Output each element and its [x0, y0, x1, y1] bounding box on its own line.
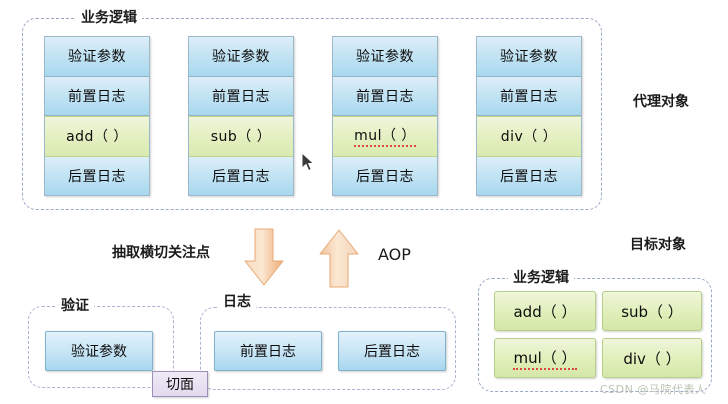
proxy-cell: 前置日志 [189, 76, 293, 116]
proxy-cell-method: sub（ ） [189, 116, 293, 157]
proxy-group-label: 业务逻辑 [76, 11, 142, 25]
aspect-chip[interactable]: 切面 [152, 371, 208, 397]
validate-aspect-group [28, 306, 174, 388]
proxy-cell: 后置日志 [189, 156, 293, 195]
target-method-mul[interactable]: mul（ ） [494, 338, 596, 378]
proxy-object-title: 代理对象 [633, 94, 689, 110]
proxy-cell: 后置日志 [333, 156, 437, 195]
down-arrow-icon [243, 228, 285, 292]
proxy-column-add[interactable]: 验证参数 前置日志 add（ ） 后置日志 [44, 36, 150, 196]
validate-param-chip[interactable]: 验证参数 [45, 331, 153, 371]
after-log-chip[interactable]: 后置日志 [338, 331, 446, 371]
misspelled-text: mul（ ） [513, 347, 577, 370]
proxy-object-group [22, 18, 602, 210]
extract-concerns-label: 抽取横切关注点 [112, 245, 210, 261]
proxy-cell: 前置日志 [477, 76, 581, 116]
proxy-cell: 验证参数 [477, 37, 581, 77]
log-aspect-group [200, 307, 456, 390]
proxy-cell: 后置日志 [477, 156, 581, 195]
target-method-sub[interactable]: sub（ ） [602, 291, 702, 331]
target-group-label: 业务逻辑 [508, 271, 574, 285]
target-method-div[interactable]: div（ ） [602, 338, 702, 378]
validate-group-label: 验证 [56, 299, 94, 313]
target-object-title: 目标对象 [630, 237, 686, 253]
proxy-cell-method: mul（ ） [333, 116, 437, 157]
proxy-cell: 前置日志 [333, 76, 437, 116]
proxy-cell: 验证参数 [45, 37, 149, 77]
log-group-label: 日志 [218, 295, 256, 309]
proxy-cell: 后置日志 [45, 156, 149, 195]
csdn-watermark: CSDN @马院代表人 [600, 383, 707, 396]
proxy-cell-method: add（ ） [45, 116, 149, 157]
up-arrow-icon [318, 228, 360, 294]
aop-label: AOP [378, 245, 411, 264]
target-method-add[interactable]: add（ ） [494, 291, 596, 331]
proxy-column-sub[interactable]: 验证参数 前置日志 sub（ ） 后置日志 [188, 36, 294, 196]
proxy-cell-method: div（ ） [477, 116, 581, 157]
before-log-chip[interactable]: 前置日志 [214, 331, 322, 371]
proxy-cell: 验证参数 [333, 37, 437, 77]
proxy-column-div[interactable]: 验证参数 前置日志 div（ ） 后置日志 [476, 36, 582, 196]
misspelled-text: mul（ ） [354, 125, 416, 148]
proxy-cell: 验证参数 [189, 37, 293, 77]
target-business-logic-group [478, 278, 712, 392]
proxy-column-mul[interactable]: 验证参数 前置日志 mul（ ） 后置日志 [332, 36, 438, 196]
proxy-cell: 前置日志 [45, 76, 149, 116]
